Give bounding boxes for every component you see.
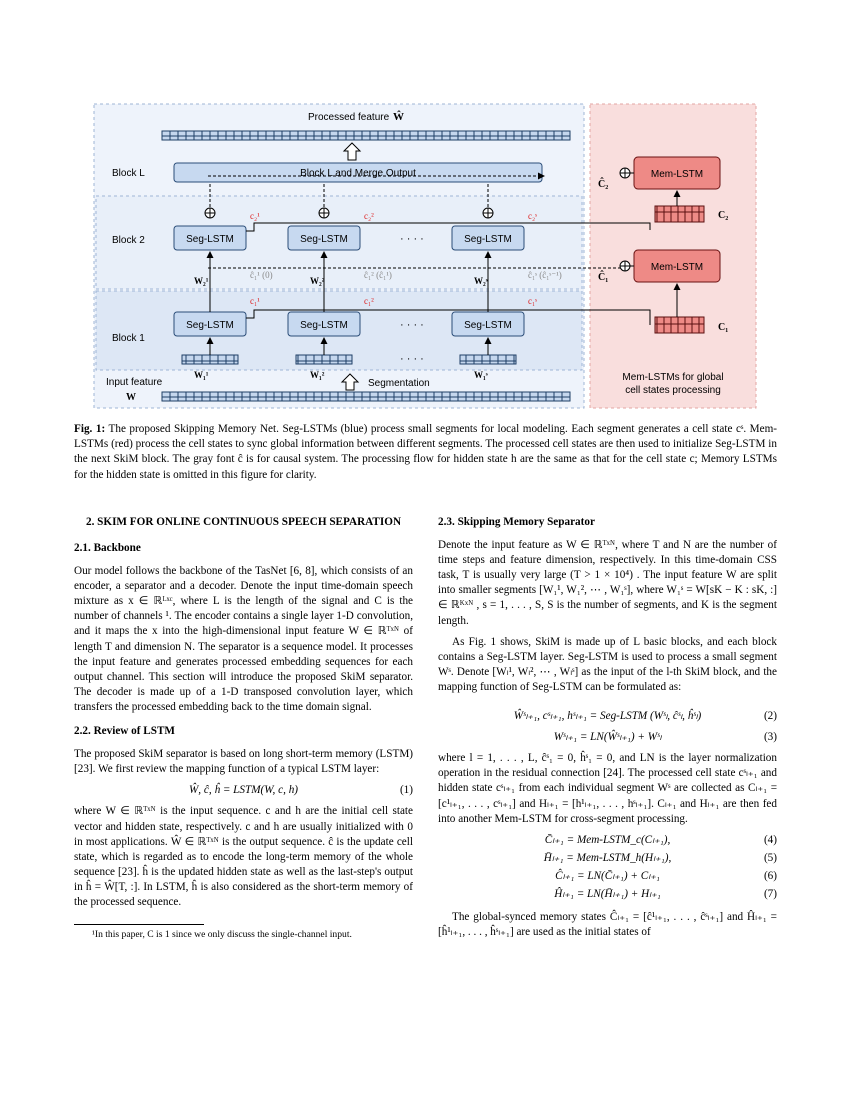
w2s-symbol: W₂ˢ [474,276,488,286]
w12-symbol: W₁² [310,370,325,380]
seg-lstm-label: Seg-LSTM [186,234,234,245]
footnote-rule [74,924,204,926]
review-heading: 2.2. Review of LSTM [74,725,175,738]
processed-feature-bar [161,130,571,141]
equation-7-body: Ĥₗ₊₁ = LN(H̄ₗ₊₁) + Hₗ₊₁ [554,887,661,900]
backbone-heading: 2.1. Backbone [74,542,141,554]
segmentation-hollow-arrow [340,373,360,391]
output-hollow-arrow [342,142,362,161]
equation-6: Ĉₗ₊₁ = LN(C̄ₗ₊₁) + Cₗ₊₁ (6) [438,869,777,884]
block-l-merge-label: Block L and Merge Output [300,168,416,179]
footnote: ¹In this paper, C is 1 since we only dis… [92,929,352,941]
block1-label: Block 1 [112,333,145,344]
cell-b1-2: c₁² [364,296,374,306]
seg-lstm-b2-s: Seg-LSTM [451,225,525,251]
separator-paragraph-4: The global-synced memory states Ĉₗ₊₁ = [… [438,911,777,939]
seg-lstm-label: Seg-LSTM [300,320,348,331]
mem-lstm-label: Mem-LSTM [651,262,703,273]
equation-5-number: (5) [763,851,777,864]
equation-5-body: H̄ₗ₊₁ = Mem-LSTM_h(Hₗ₊₁), [543,851,672,864]
mem-lstm-2: Mem-LSTM [633,156,721,190]
caption-label: Fig. 1: [74,423,106,435]
w22-symbol: W₂² [310,276,325,286]
mem-caption-line2: cell states processing [625,385,721,396]
equation-1-number: (1) [399,784,413,797]
block2-label: Block 2 [112,235,145,246]
segment-s-bar [459,354,517,365]
equation-4: C̄ₗ₊₁ = Mem-LSTM_c(Cₗ₊₁), (4) [438,833,777,848]
c1-hat-label: Ĉ₁ [598,270,608,283]
init-state-2: ĉ₁² (ĉ₁¹) [364,270,392,280]
c2-cell-state-bar [654,205,705,223]
separator-paragraph-1: Denote the input feature as W ∈ ℝᵀˣᴺ, wh… [438,539,777,627]
seg-lstm-label: Seg-LSTM [300,234,348,245]
processed-feature-label: Processed feature [308,112,390,123]
equation-3-body: Wˢₗ₊₁ = LN(Ŵˢₗ₊₁) + Wˢₗ [553,731,662,744]
input-symbol: W [126,392,136,403]
equation-2-number: (2) [763,710,777,723]
c2-hat-label: Ĉ₂ [598,177,608,190]
mem-lstm-label: Mem-LSTM [651,169,703,180]
section-title: 2. SKIM FOR ONLINE CONTINUOUS SPEECH SEP… [85,516,402,528]
c1-cell-state-bar [654,316,705,334]
seg-lstm-label: Seg-LSTM [186,320,234,331]
w11-symbol: W₁¹ [194,370,209,380]
w1s-symbol: W₁ˢ [474,370,488,380]
equation-6-body: Ĉₗ₊₁ = LN(C̄ₗ₊₁) + Cₗ₊₁ [555,869,660,882]
ellipsis-b2: · · · · [400,233,424,245]
cell-b2-s: c₂ˢ [528,211,537,221]
equation-5: H̄ₗ₊₁ = Mem-LSTM_h(Hₗ₊₁), (5) [438,851,777,866]
mem-lstm-1: Mem-LSTM [633,249,721,283]
equation-2-body: Ŵˢₗ₊₁, cˢₗ₊₁, hˢₗ₊₁ = Seg-LSTM (Wˢₗ, ĉˢₗ… [513,710,702,723]
segment-2-bar [295,354,353,365]
seg-lstm-b1-s: Seg-LSTM [451,311,525,337]
segment-1-bar [181,354,239,365]
cell-b2-2: c₂² [364,211,374,221]
separator-heading: 2.3. Skipping Memory Separator [438,516,595,528]
seg-lstm-b2-2: Seg-LSTM [287,225,361,251]
equation-3-number: (3) [763,731,777,744]
equation-6-number: (6) [763,869,777,882]
cell-b2-1: c₂¹ [250,211,260,221]
cell-b1-s: c₁ˢ [528,296,537,306]
separator-paragraph-2: As Fig. 1 shows, SkiM is made up of L ba… [438,635,777,693]
equation-4-body: C̄ₗ₊₁ = Mem-LSTM_c(Cₗ₊₁), [544,833,671,846]
equation-7: Ĥₗ₊₁ = LN(H̄ₗ₊₁) + Hₗ₊₁ (7) [438,887,777,902]
init-state-1: ĉ₁¹ (0) [250,270,273,280]
processed-feature-symbol: Ŵ [393,110,404,123]
seg-lstm-label: Seg-LSTM [464,320,512,331]
equation-1-body: Ŵ, ĉ, ĥ = LSTM(W, c, h) [188,784,299,797]
input-feature-bar [161,391,571,402]
seg-lstm-b1-2: Seg-LSTM [287,311,361,337]
equation-7-number: (7) [763,887,777,900]
skim-architecture-figure: Processed feature Ŵ Block L Block L and … [93,103,757,409]
equation-3: Wˢₗ₊₁ = LN(Ŵˢₗ₊₁) + Wˢₗ (3) [438,730,777,745]
figure-caption: Fig. 1: The proposed Skipping Memory Net… [74,422,777,483]
separator-paragraph-3: where l = 1, . . . , L, ĉˢ₁ = 0, ĥˢ₁ = 0… [438,752,777,825]
caption-text: The proposed Skipping Memory Net. Seg-LS… [74,423,777,481]
right-column: 2.3. Skipping Memory Separator Denote th… [438,515,777,946]
mem-caption-line1: Mem-LSTMs for global [622,372,723,383]
c2-label: C₂ [718,210,728,221]
cell-b1-1: c₁¹ [250,296,260,306]
seg-lstm-b1-1: Seg-LSTM [173,311,247,337]
segmentation-label: Segmentation [368,378,430,389]
input-feature-label: Input feature [106,377,163,388]
equation-4-number: (4) [763,833,777,846]
ellipsis-b1: · · · · [400,319,424,331]
left-column: 2. SKIM FOR ONLINE CONTINUOUS SPEECH SEP… [74,515,413,941]
init-state-s: ĉ₁ˢ (ĉ₁ˢ⁻¹) [528,270,562,280]
equation-1: Ŵ, ĉ, ĥ = LSTM(W, c, h) (1) [74,783,413,798]
c1-label: C₁ [718,322,728,333]
equation-2: Ŵˢₗ₊₁, cˢₗ₊₁, hˢₗ₊₁ = Seg-LSTM (Wˢₗ, ĉˢₗ… [438,709,777,724]
after-eq1-paragraph: where W ∈ ℝᵀˣᴺ is the input sequence. c … [74,805,413,908]
block-l-label: Block L [112,168,145,179]
seg-lstm-label: Seg-LSTM [464,234,512,245]
w21-symbol: W₂¹ [194,276,209,286]
seg-lstm-b2-1: Seg-LSTM [173,225,247,251]
backbone-paragraph: Our model follows the backbone of the Ta… [74,565,413,713]
ellipsis-segments: · · · · [400,353,424,365]
review-paragraph: The proposed SkiM separator is based on … [74,748,413,776]
